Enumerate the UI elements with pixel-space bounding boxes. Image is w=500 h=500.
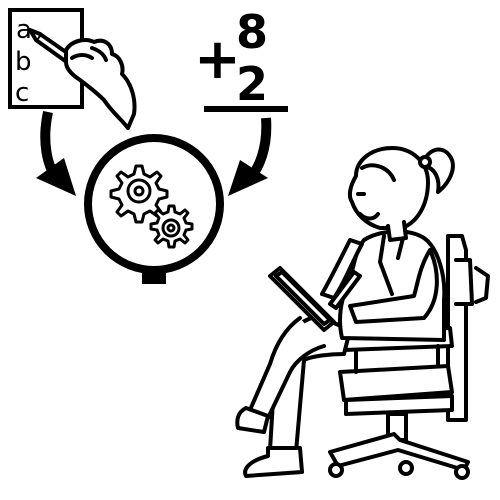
gears-icon <box>109 164 194 249</box>
hand-writing-icon <box>28 28 137 130</box>
person-on-chair-icon <box>235 146 490 480</box>
stylus <box>328 270 362 310</box>
arrow-heads <box>36 158 268 196</box>
person-arm <box>348 248 439 324</box>
letter-c: c <box>15 78 29 108</box>
number-eight: 8 <box>236 5 268 59</box>
number-two: 2 <box>236 57 268 111</box>
sum-line <box>204 106 288 112</box>
math-problem: + 8 2 <box>194 5 288 112</box>
chair-seat <box>338 364 454 402</box>
plus-sign: + <box>194 27 241 92</box>
letter-b: b <box>15 47 32 77</box>
shoe-left <box>243 446 304 478</box>
shoe-right <box>235 406 270 434</box>
letter-a: a <box>16 15 32 45</box>
